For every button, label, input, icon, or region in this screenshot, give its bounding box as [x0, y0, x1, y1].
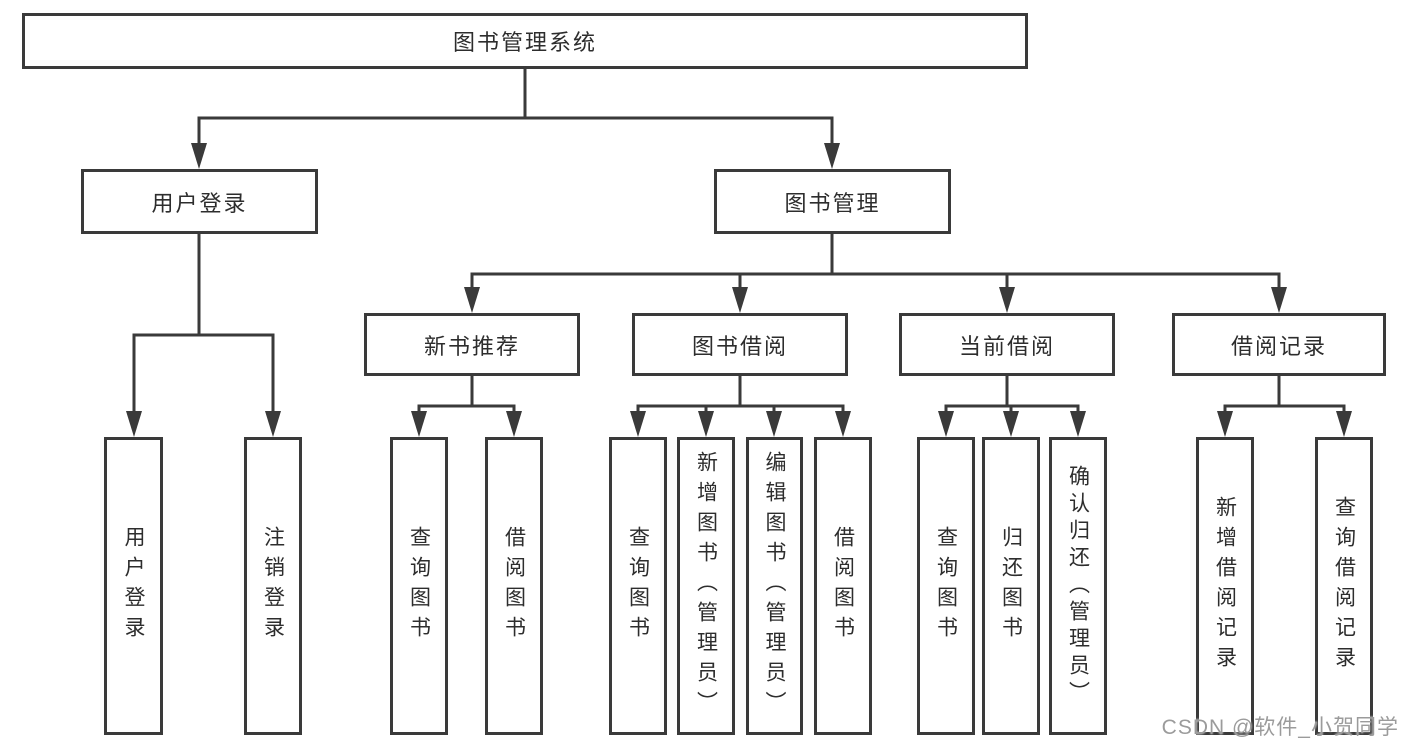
leaf-current-return-books: 归还图书 [982, 437, 1040, 735]
leaf-newbooks-borrow-books-label: 借阅图书 [502, 526, 526, 646]
leaf-borrowing-edit-books-admin: 编辑图书（管理员） [746, 437, 803, 735]
node-borrowing-records-label: 借阅记录 [1230, 333, 1327, 359]
node-new-book-recommendation-label: 新书推荐 [423, 333, 520, 359]
node-current-borrowing: 当前借阅 [899, 313, 1115, 376]
leaf-borrowing-borrow-books: 借阅图书 [814, 437, 872, 735]
node-root: 图书管理系统 [22, 13, 1028, 69]
leaf-logout-login: 注销登录 [244, 437, 302, 735]
leaf-current-query-books: 查询图书 [917, 437, 975, 735]
node-new-book-recommendation: 新书推荐 [364, 313, 580, 376]
leaf-newbooks-query-books: 查询图书 [390, 437, 448, 735]
leaf-records-query-record-label: 查询借阅记录 [1332, 496, 1356, 676]
leaf-current-return-books-label: 归还图书 [999, 526, 1023, 646]
node-current-borrowing-label: 当前借阅 [958, 333, 1055, 359]
leaf-user-login: 用户登录 [104, 437, 163, 735]
node-book-borrowing-label: 图书借阅 [691, 333, 788, 359]
leaf-records-query-record: 查询借阅记录 [1315, 437, 1373, 735]
leaf-records-add-record: 新增借阅记录 [1196, 437, 1254, 735]
leaf-records-add-record-label: 新增借阅记录 [1213, 496, 1237, 676]
leaf-current-confirm-return-admin-label: 确认归还（管理员） [1066, 464, 1090, 708]
node-book-management: 图书管理 [714, 169, 951, 234]
arrowheads [126, 143, 1352, 437]
leaf-user-login-label: 用户登录 [122, 526, 145, 646]
leaf-borrowing-add-books-admin: 新增图书（管理员） [677, 437, 735, 735]
leaf-current-confirm-return-admin: 确认归还（管理员） [1049, 437, 1107, 735]
leaf-borrowing-edit-books-admin-label: 编辑图书（管理员） [763, 451, 786, 721]
leaf-current-query-books-label: 查询图书 [934, 526, 958, 646]
node-book-management-label: 图书管理 [784, 190, 881, 216]
node-root-label: 图书管理系统 [452, 30, 597, 55]
leaf-newbooks-query-books-label: 查询图书 [407, 526, 431, 646]
leaf-borrowing-query-books: 查询图书 [609, 437, 667, 735]
node-borrowing-records: 借阅记录 [1172, 313, 1386, 376]
leaf-logout-login-label: 注销登录 [261, 526, 285, 646]
leaf-borrowing-borrow-books-label: 借阅图书 [831, 526, 855, 646]
node-book-borrowing: 图书借阅 [632, 313, 848, 376]
leaf-newbooks-borrow-books: 借阅图书 [485, 437, 543, 735]
node-user-login-label: 用户登录 [151, 190, 248, 216]
leaf-borrowing-query-books-label: 查询图书 [626, 526, 650, 646]
leaf-borrowing-add-books-admin-label: 新增图书（管理员） [694, 451, 718, 721]
csdn-watermark: CSDN @软件_小贺同学 [1161, 716, 1399, 739]
node-user-login: 用户登录 [81, 169, 318, 234]
